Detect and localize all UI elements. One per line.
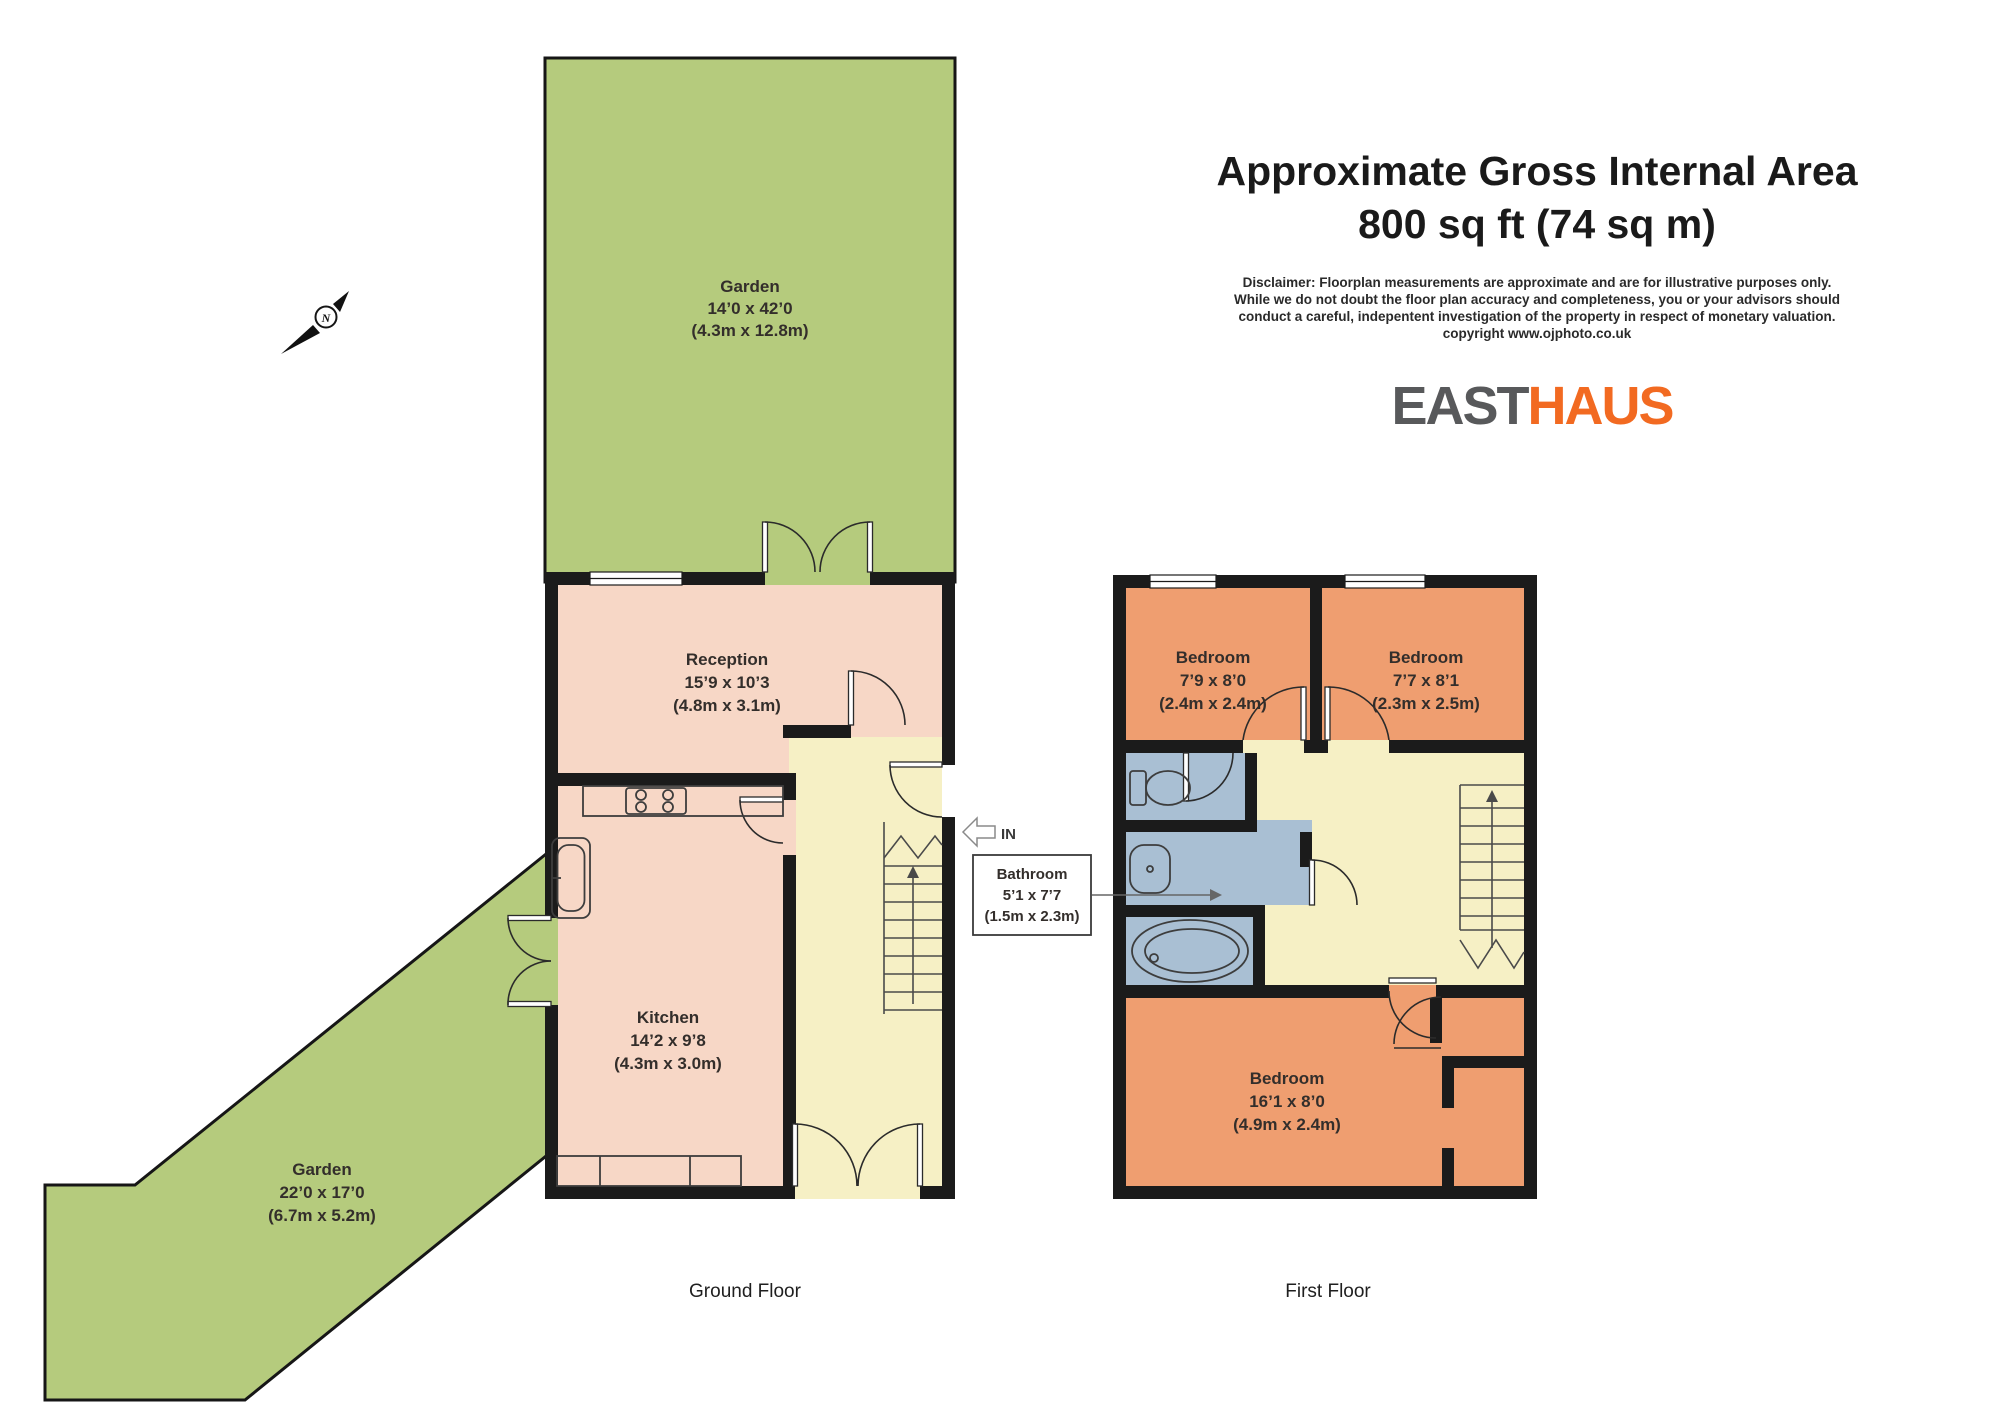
bedroom3-metric: (4.9m x 2.4m) xyxy=(1233,1115,1341,1134)
basin-icon xyxy=(1129,844,1171,894)
room-kitchen xyxy=(551,780,789,1192)
label-reception: Reception 15’9 x 10’3 (4.8m x 3.1m) xyxy=(673,650,781,715)
label-bedroom1: Bedroom 7’9 x 8’0 (2.4m x 2.4m) xyxy=(1159,648,1267,713)
garden-french-doors xyxy=(761,521,874,585)
label-garden-top: Garden 14’0 x 42’0 (4.3m x 12.8m) xyxy=(691,277,808,340)
kitchen-metric: (4.3m x 3.0m) xyxy=(614,1054,722,1073)
bathroom-name: Bathroom xyxy=(997,866,1068,883)
reception-imperial: 15’9 x 10’3 xyxy=(684,673,769,692)
kitchen-hall-door xyxy=(739,796,796,855)
bedroom2-name: Bedroom xyxy=(1389,648,1464,667)
label-bedroom3: Bedroom 16’1 x 8’0 (4.9m x 2.4m) xyxy=(1233,1069,1341,1134)
stairs-first xyxy=(1459,784,1525,970)
garden-side-imperial: 22’0 x 17’0 xyxy=(279,1183,364,1202)
label-bedroom2: Bedroom 7’7 x 8’1 (2.3m x 2.5m) xyxy=(1372,648,1480,713)
kitchen-name: Kitchen xyxy=(637,1008,699,1027)
garden-side-metric: (6.7m x 5.2m) xyxy=(268,1206,376,1225)
bedroom2-metric: (2.3m x 2.5m) xyxy=(1372,694,1480,713)
bedroom1-imperial: 7’9 x 8’0 xyxy=(1180,671,1246,690)
room-bedroom1 xyxy=(1126,588,1316,740)
page-title-line2: 800 sq ft (74 sq m) xyxy=(1358,201,1716,247)
ground-floor-plan: IN Garden 14’0 x 42’0 (4.3m x 12.8m) Rec… xyxy=(43,56,1016,1402)
bathroom-sink-area xyxy=(1126,820,1312,905)
in-arrow-icon: IN xyxy=(961,816,1016,848)
easthaus-logo: EASTHAUS xyxy=(1391,376,1672,436)
kitchen-counter-bottom xyxy=(556,1155,742,1187)
disclaimer-line1: Disclaimer: Floorplan measurements are a… xyxy=(1243,275,1832,290)
logo-orange-part: HAUS xyxy=(1528,376,1673,436)
toilet-icon xyxy=(1129,770,1191,806)
bedroom1-window xyxy=(1149,574,1217,589)
room-bedroom2 xyxy=(1316,588,1524,740)
disclaimer-line3: conduct a careful, indepentent investiga… xyxy=(1238,309,1835,324)
bathroom-door xyxy=(1308,859,1358,906)
bathroom-callout: Bathroom 5’1 x 7’7 (1.5m x 2.3m) xyxy=(972,854,1222,936)
bedroom3-imperial: 16’1 x 8’0 xyxy=(1249,1092,1325,1111)
bedroom3-name: Bedroom xyxy=(1250,1069,1325,1088)
compass-north-label: N xyxy=(321,311,332,325)
bathroom-metric: (1.5m x 2.3m) xyxy=(984,908,1079,925)
disclaimer-line2: While we do not doubt the floor plan acc… xyxy=(1234,292,1840,307)
reception-name: Reception xyxy=(686,650,768,669)
room-bedroom3 xyxy=(1126,998,1524,1186)
garden-top-name: Garden xyxy=(720,277,780,296)
header: Approximate Gross Internal Area 800 sq f… xyxy=(1216,148,1858,436)
bathroom-imperial: 5’1 x 7’7 xyxy=(1003,887,1061,904)
stairs-ground xyxy=(883,822,943,1014)
kitchen-imperial: 14’2 x 9’8 xyxy=(630,1031,706,1050)
hall-back-doors xyxy=(791,1123,924,1199)
bathtub-icon xyxy=(1131,919,1249,983)
reception-window xyxy=(589,571,683,586)
reception-hall-door xyxy=(847,670,906,726)
bedroom2-window xyxy=(1344,574,1426,589)
label-kitchen: Kitchen 14’2 x 9’8 (4.3m x 3.0m) xyxy=(614,1008,722,1073)
closet-door xyxy=(1393,996,1442,1049)
page-title-line1: Approximate Gross Internal Area xyxy=(1216,148,1858,194)
garden-top-imperial: 14’0 x 42’0 xyxy=(707,299,792,318)
kitchen-sink-icon xyxy=(551,837,591,919)
first-floor-caption: First Floor xyxy=(1285,1281,1371,1302)
first-floor-plan: Bathroom 5’1 x 7’7 (1.5m x 2.3m) Bedroom… xyxy=(972,574,1537,1302)
label-garden-side: Garden 22’0 x 17’0 (6.7m x 5.2m) xyxy=(268,1160,376,1225)
kitchen-garden-doors xyxy=(507,914,558,1008)
hob-icon xyxy=(625,787,687,815)
bedroom1-name: Bedroom xyxy=(1176,648,1251,667)
garden-side-name: Garden xyxy=(292,1160,352,1179)
bedroom1-metric: (2.4m x 2.4m) xyxy=(1159,694,1267,713)
bedroom3-door xyxy=(1388,977,1437,1039)
bedroom2-imperial: 7’7 x 8’1 xyxy=(1393,671,1459,690)
garden-top-metric: (4.3m x 12.8m) xyxy=(691,321,808,340)
ground-floor-caption: Ground Floor xyxy=(689,1281,802,1302)
bedroom2-door xyxy=(1324,686,1390,753)
in-label: IN xyxy=(1001,826,1016,843)
compass-icon: N xyxy=(281,291,349,354)
room-garden-side xyxy=(43,846,553,1402)
room-hall xyxy=(789,737,945,1192)
logo-gray-part: EAST xyxy=(1391,376,1529,436)
bedroom1-door xyxy=(1242,686,1307,753)
front-door xyxy=(889,761,955,818)
room-garden-top xyxy=(543,56,957,584)
reception-metric: (4.8m x 3.1m) xyxy=(673,696,781,715)
disclaimer-line4: copyright www.ojphoto.co.uk xyxy=(1443,326,1632,341)
kitchen-counter-top xyxy=(582,785,784,817)
